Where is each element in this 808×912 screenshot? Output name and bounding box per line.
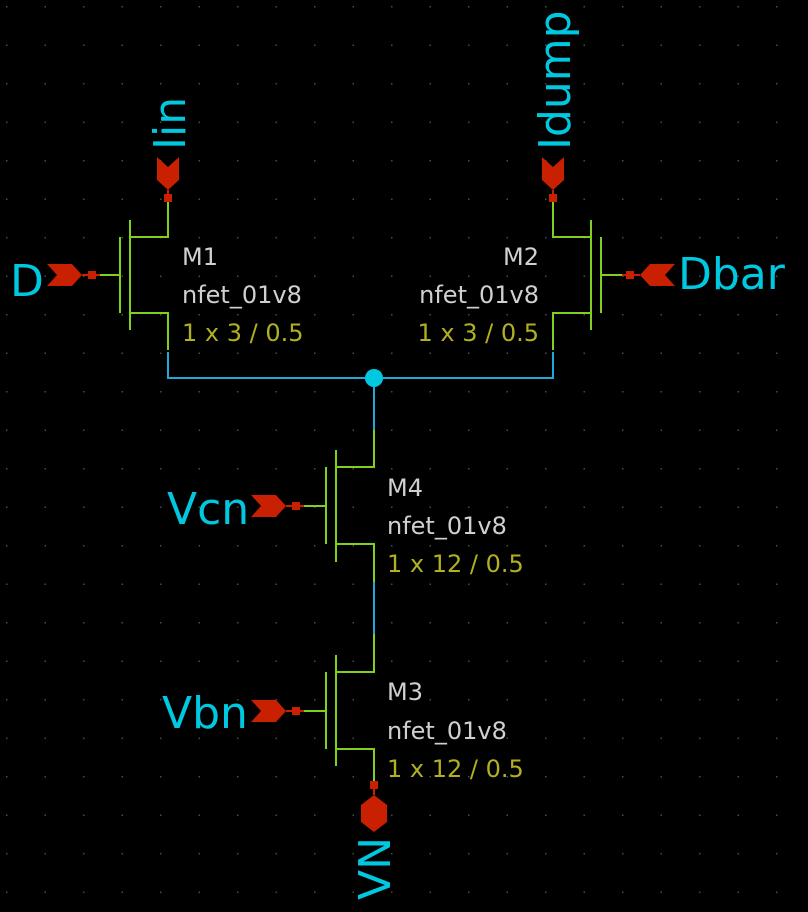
pin-label-vn: VN [350, 837, 401, 900]
pin-dbar[interactable]: Dbar [622, 249, 786, 300]
instance-size-m3: 1 x 12 / 0.5 [387, 755, 524, 783]
labels-m2: M2 nfet_01v8 1 x 3 / 0.5 [417, 243, 539, 347]
grid-dots [6, 6, 778, 893]
transistor-m2[interactable] [552, 200, 622, 350]
instance-name-m1: M1 [182, 243, 218, 271]
instance-size-m2: 1 x 3 / 0.5 [417, 319, 539, 347]
wires [167, 352, 554, 634]
transistor-m3[interactable] [304, 634, 375, 785]
pin-vn[interactable]: VN [350, 781, 401, 900]
instance-name-m2: M2 [503, 243, 539, 271]
instance-size-m1: 1 x 3 / 0.5 [182, 319, 304, 347]
pin-vcn[interactable]: Vcn [167, 484, 304, 535]
pin-label-idump: Idump [530, 10, 581, 150]
pin-label-iin: Iin [145, 97, 196, 150]
pin-iin[interactable]: Iin [145, 97, 196, 202]
pin-label-vbn: Vbn [162, 688, 248, 739]
instance-model-m2: nfet_01v8 [419, 281, 539, 309]
instance-name-m4: M4 [387, 474, 423, 502]
transistor-m4[interactable] [304, 430, 375, 582]
labels-m1: M1 nfet_01v8 1 x 3 / 0.5 [182, 243, 304, 347]
pin-label-dbar: Dbar [678, 249, 786, 300]
wire-tail-node[interactable] [167, 352, 554, 379]
instance-model-m4: nfet_01v8 [387, 512, 507, 540]
labels-m4: M4 nfet_01v8 1 x 12 / 0.5 [387, 474, 524, 578]
pin-label-vcn: Vcn [167, 484, 249, 535]
instance-model-m1: nfet_01v8 [182, 281, 302, 309]
pin-idump[interactable]: Idump [530, 10, 581, 202]
instance-model-m3: nfet_01v8 [387, 717, 507, 745]
pin-label-d: D [10, 256, 44, 307]
transistor-m1[interactable] [100, 200, 169, 350]
instance-size-m4: 1 x 12 / 0.5 [387, 550, 524, 578]
labels-m3: M3 nfet_01v8 1 x 12 / 0.5 [387, 678, 524, 783]
pin-vbn[interactable]: Vbn [162, 688, 304, 739]
instance-name-m3: M3 [387, 678, 423, 706]
pin-d[interactable]: D [10, 256, 100, 307]
junction-dot [365, 369, 383, 387]
